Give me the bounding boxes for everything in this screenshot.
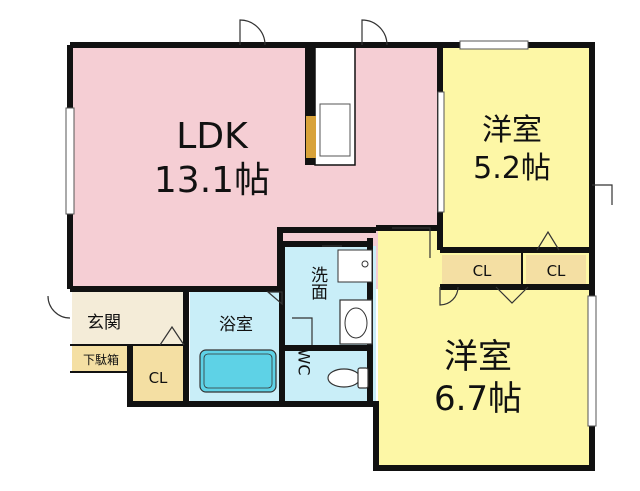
ldk-size: 13.1帖 bbox=[154, 160, 270, 201]
shoe-box bbox=[72, 345, 132, 372]
sink-icon bbox=[319, 103, 351, 157]
western-room-1-size: 5.2帖 bbox=[473, 151, 551, 186]
entrance-label: 玄関 bbox=[87, 313, 121, 333]
closet-label-right: CL bbox=[547, 262, 566, 280]
closet-label-left: CL bbox=[473, 262, 492, 280]
bathroom-label: 浴室 bbox=[219, 315, 253, 335]
ldk-name: LDK bbox=[176, 116, 249, 157]
bathtub-inner bbox=[203, 353, 273, 389]
shoe-box-label: 下駄箱 bbox=[83, 352, 119, 367]
western-room-2-size: 6.7帖 bbox=[434, 379, 522, 419]
closet-right bbox=[526, 255, 586, 285]
closet-left bbox=[442, 255, 522, 285]
kitchen-wall bbox=[305, 45, 315, 165]
toilet-label: WC bbox=[295, 349, 314, 376]
western-room-2-name: 洋室 bbox=[444, 337, 512, 377]
bathtub-icon bbox=[199, 349, 277, 393]
windows bbox=[65, 40, 597, 427]
door-swings bbox=[47, 19, 613, 346]
western-room-1-name: 洋室 bbox=[482, 113, 542, 148]
walls bbox=[67, 42, 595, 471]
stove-marker bbox=[306, 116, 316, 158]
toilet-icon bbox=[327, 367, 369, 389]
closet-label-entrance: CL bbox=[149, 369, 168, 387]
washing-machine-icon bbox=[337, 249, 373, 283]
entrance-closet bbox=[132, 345, 184, 401]
thin-walls bbox=[70, 253, 523, 373]
washroom-label: 洗面 bbox=[307, 266, 328, 300]
basin-bowl bbox=[344, 307, 368, 339]
western-room-1 bbox=[440, 45, 590, 253]
